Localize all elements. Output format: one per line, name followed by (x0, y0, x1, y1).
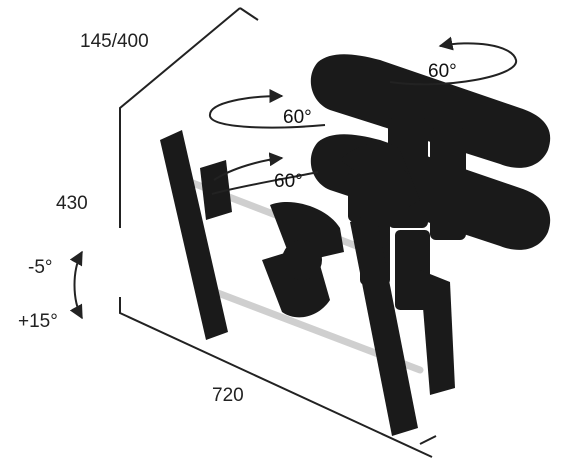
tilt-up-label: -5° (28, 257, 53, 278)
depth-label: 145/400 (80, 31, 149, 52)
swivel-arrow-lower-1 (211, 171, 319, 195)
width-label: 720 (212, 385, 244, 406)
depth-height-bracket (119, 7, 241, 228)
swivel-arrow-lower-2 (213, 152, 284, 181)
depth-bracket-end (239, 7, 259, 21)
rotation-arrows (69, 36, 518, 320)
swivel-arrow-top (389, 36, 518, 86)
left-upright (160, 130, 228, 340)
tv-bracket (160, 130, 418, 436)
height-label: 430 (56, 193, 88, 214)
swivel-arrow-middle (209, 89, 326, 129)
width-bracket-right (419, 435, 437, 445)
tilt-arrow (69, 250, 83, 320)
tilt-down-label: +15° (18, 311, 58, 332)
swivel-label-middle: 60° (283, 107, 312, 128)
right-upright (350, 214, 418, 436)
width-bracket-left (119, 297, 433, 458)
dimension-lines (119, 7, 437, 458)
swivel-label-wall: 60° (428, 61, 457, 82)
swivel-label-front: 60° (274, 171, 303, 192)
